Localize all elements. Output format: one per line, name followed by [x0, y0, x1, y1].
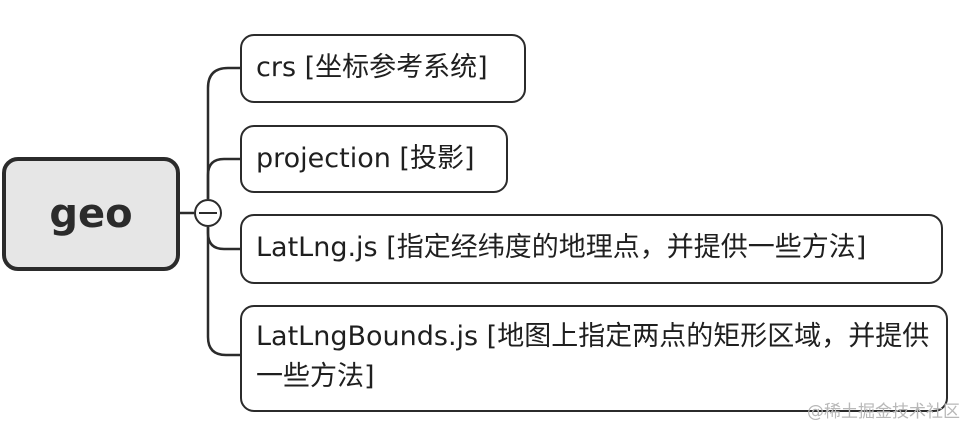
watermark: @稀土掘金技术社区	[807, 402, 960, 422]
node-label: LatLng.js [指定经纬度的地理点，并提供一些方法]	[256, 232, 867, 263]
node-label: projection [投影]	[256, 143, 475, 174]
connector-projection	[206, 157, 240, 199]
node-projection[interactable]: projection [投影]	[240, 125, 508, 193]
node-label: crs [坐标参考系统]	[256, 52, 488, 83]
node-latlng[interactable]: LatLng.js [指定经纬度的地理点，并提供一些方法]	[240, 214, 943, 284]
root-label: geo	[49, 191, 133, 237]
root-node-geo[interactable]: geo	[2, 157, 180, 271]
node-label: LatLngBounds.js [地图上指定两点的矩形区域，并提供一些方法]	[256, 321, 930, 392]
collapse-toggle[interactable]	[194, 199, 222, 227]
node-crs[interactable]: crs [坐标参考系统]	[240, 34, 526, 103]
connector-crs	[206, 66, 240, 199]
connector-latlngbounds	[206, 227, 240, 357]
connector-latlng	[206, 227, 240, 251]
node-latlngbounds[interactable]: LatLngBounds.js [地图上指定两点的矩形区域，并提供一些方法]	[240, 305, 948, 412]
